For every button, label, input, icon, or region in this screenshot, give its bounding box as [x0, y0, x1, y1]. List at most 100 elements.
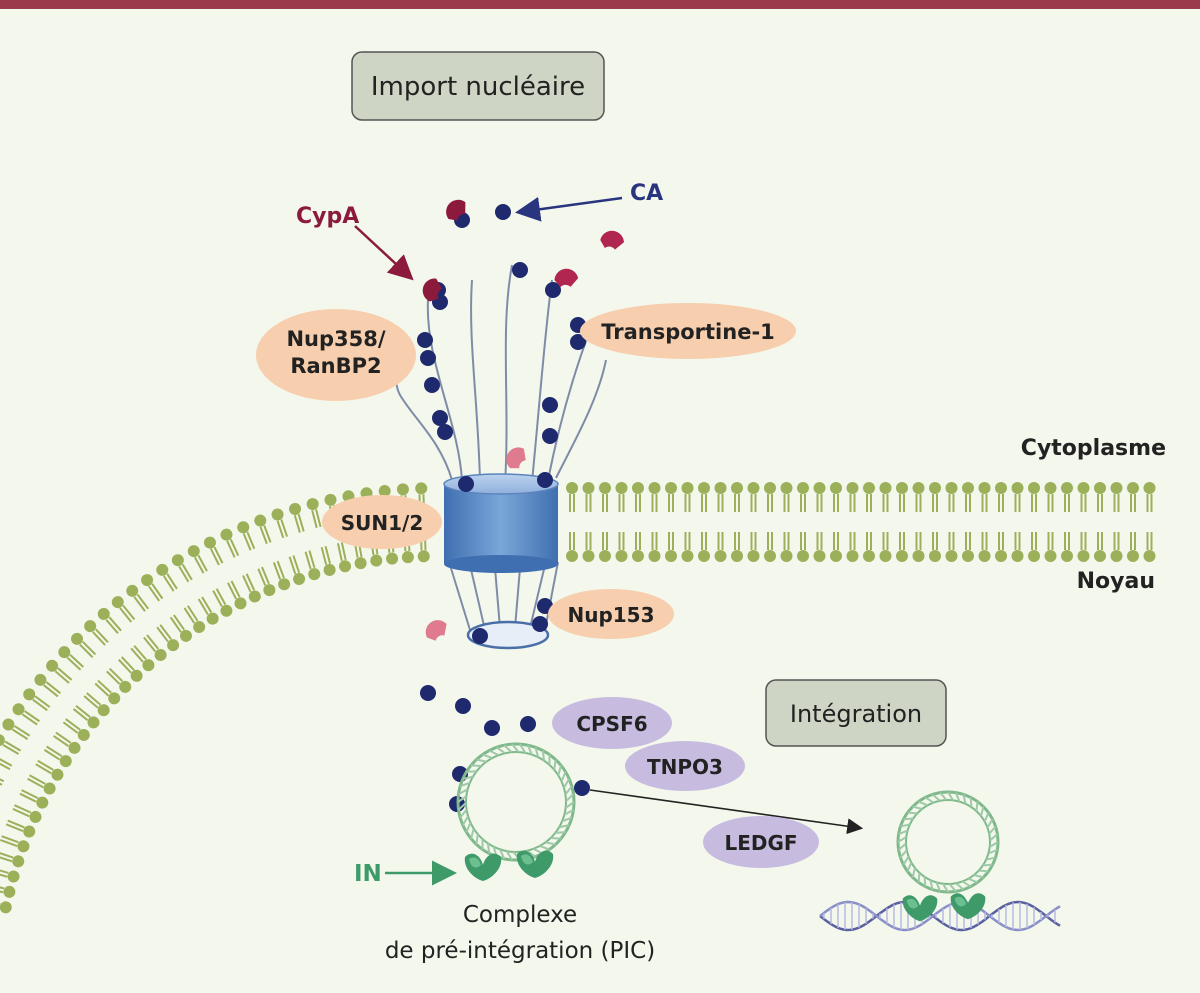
- lipid: [846, 482, 859, 562]
- lipid: [978, 482, 991, 562]
- import-title: Import nucléaire: [371, 72, 585, 102]
- lipid: [632, 482, 644, 562]
- lipid: [566, 482, 578, 562]
- lipid: [813, 482, 826, 562]
- integrase: [950, 893, 986, 920]
- lipid: [945, 482, 958, 562]
- ca-dot: [484, 720, 500, 736]
- sun-label: SUN1/2: [341, 511, 424, 535]
- integration-box: Intégration: [765, 679, 947, 747]
- lipid: [46, 659, 110, 717]
- ca-dot: [542, 428, 558, 444]
- cypa-shape: [425, 620, 447, 641]
- lipid: [12, 703, 81, 754]
- pic-caption-line1: Complexe: [463, 902, 577, 928]
- tnpo3-label: TNPO3: [647, 755, 723, 779]
- lipid: [203, 536, 247, 610]
- cypa-shape: [446, 199, 466, 221]
- integration-arrow: [589, 789, 864, 835]
- lipid: [698, 482, 710, 562]
- lipid: [1011, 482, 1024, 562]
- lipid: [615, 482, 628, 562]
- lipid: [23, 688, 90, 741]
- cypa-shape: [422, 278, 442, 302]
- lipid: [271, 508, 306, 585]
- cypa-shape: [506, 447, 526, 469]
- lipid: [237, 521, 276, 597]
- lipid: [156, 563, 206, 633]
- ca-dot: [520, 716, 536, 732]
- integrated-dna-loop: [896, 790, 1000, 894]
- lipid: [1127, 482, 1139, 562]
- lipid: [731, 482, 743, 562]
- lipid: [34, 673, 100, 729]
- cpsf6-label: CPSF6: [576, 712, 647, 736]
- ca-dot: [432, 410, 448, 426]
- ca-dot: [458, 476, 474, 492]
- transportine-1: Transportine-1: [580, 303, 796, 359]
- cypa-arrow: [354, 225, 414, 281]
- top-bar: [0, 0, 1200, 9]
- cytoplasm-label: Cytoplasme: [1021, 436, 1166, 461]
- lipid: [1077, 482, 1090, 562]
- lipid: [0, 899, 12, 914]
- lipid: [747, 482, 760, 562]
- nup153-label: Nup153: [567, 603, 654, 627]
- transportine-label: Transportine-1: [601, 320, 775, 344]
- lipid: [187, 545, 233, 617]
- ca-dot: [420, 350, 436, 366]
- lipid: [12, 804, 42, 823]
- ca-dot: [570, 334, 586, 350]
- nuclear-envelope: [0, 482, 1156, 914]
- lipid: [5, 819, 36, 838]
- integrase: [516, 850, 554, 878]
- ca-dot: [472, 628, 488, 644]
- lipid: [995, 482, 1007, 562]
- lipid: [0, 835, 30, 853]
- lipid: [0, 866, 20, 883]
- nup358-ranbp2: Nup358/ RanBP2: [256, 309, 416, 401]
- lipid: [71, 632, 132, 693]
- integration-title: Intégration: [790, 700, 922, 728]
- lipid: [863, 482, 875, 562]
- lipid: [896, 482, 908, 562]
- capsid-proteins: [417, 204, 590, 812]
- ca-dot: [495, 204, 511, 220]
- integrase-proteins: [464, 850, 986, 922]
- lipid: [0, 772, 49, 809]
- ca-dot: [545, 282, 561, 298]
- lipid: [929, 482, 941, 562]
- ca-dot: [420, 685, 436, 701]
- ca-dot: [574, 780, 590, 796]
- lipid: [582, 482, 595, 562]
- ledgf-label: LEDGF: [724, 831, 797, 855]
- lipid: [1094, 482, 1106, 562]
- lipid: [962, 482, 974, 562]
- ca-arrow: [515, 196, 623, 222]
- lipid: [306, 498, 336, 576]
- import-box: Import nucléaire: [351, 51, 605, 121]
- lipid: [1110, 482, 1123, 562]
- nup358-label: Nup358/: [286, 327, 385, 351]
- lipid: [254, 514, 291, 591]
- lipid: [220, 528, 261, 603]
- lipid: [714, 482, 727, 562]
- integrase: [464, 853, 502, 881]
- lipid: [797, 482, 809, 562]
- lipid: [58, 646, 121, 705]
- ca-dot: [455, 698, 471, 714]
- pic-caption-line2: de pré-intégration (PIC): [385, 938, 655, 964]
- lipid: [1044, 482, 1057, 562]
- lipid: [764, 482, 776, 562]
- lipid: [665, 482, 677, 562]
- lipid: [141, 574, 192, 642]
- cypa-label: CypA: [296, 204, 359, 229]
- lipid: [0, 756, 56, 795]
- lipid: [1028, 482, 1040, 562]
- ca-dot: [542, 397, 558, 413]
- basket-ring: [466, 620, 550, 650]
- lipid: [2, 718, 72, 768]
- lipid: [681, 482, 694, 562]
- ca-dot: [417, 332, 433, 348]
- lipid: [648, 482, 661, 562]
